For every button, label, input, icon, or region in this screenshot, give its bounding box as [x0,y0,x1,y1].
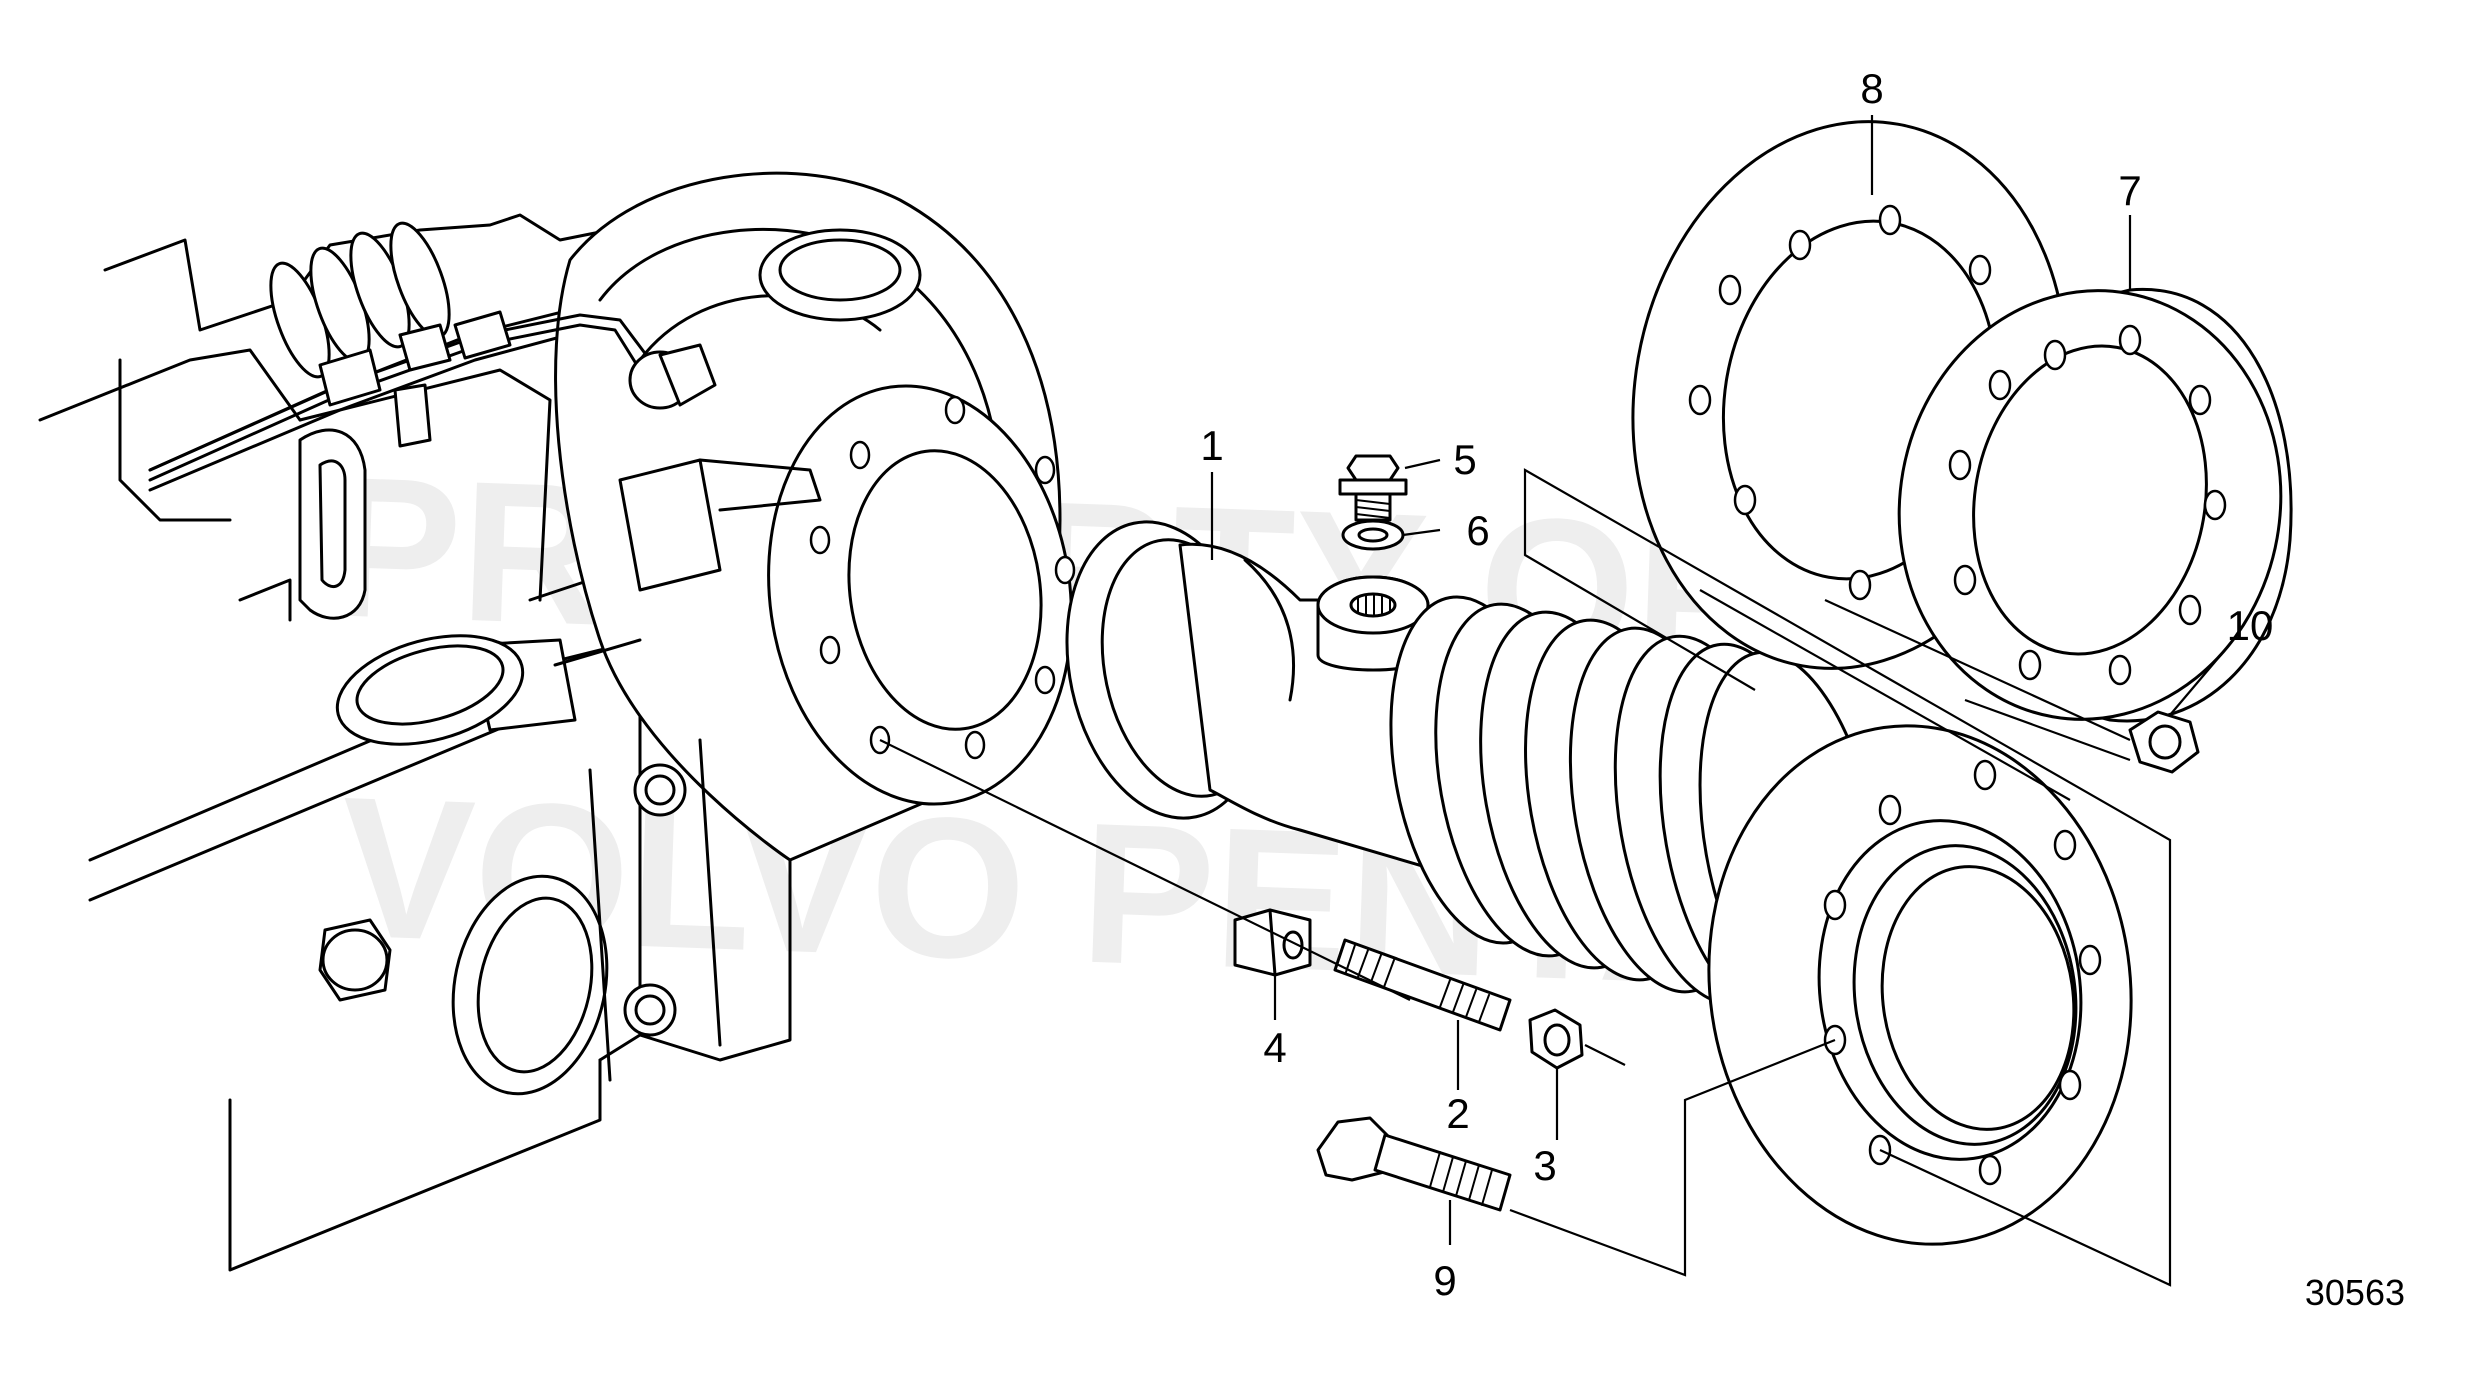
block-bolts [623,763,687,1037]
part-7-flange [1897,287,2293,723]
part-6-washer [1341,519,1405,551]
part-9-bolt [1316,1116,1512,1212]
part-1-exhaust-pipe-with-bellows [1065,520,2133,1246]
part-2-stud [1333,938,1512,1032]
callout-5: 5 [1453,436,1476,483]
part-5-plug [1338,454,1408,522]
callout-1: 1 [1200,422,1223,469]
callout-6: 6 [1466,507,1489,554]
assembly-lines [879,468,2172,1287]
callout-2: 2 [1446,1090,1469,1137]
callout-leaders [1210,115,2226,1245]
part-10-nut [2128,710,2200,774]
callout-labels: 1 2 3 4 5 6 7 8 9 10 [1200,65,2273,1304]
callout-9: 9 [1433,1257,1456,1304]
pump-flange-holes [809,395,1076,760]
callout-10: 10 [2227,602,2274,649]
callout-8: 8 [1860,65,1883,112]
part-3-nut [1528,1008,1584,1070]
callout-4: 4 [1263,1024,1286,1071]
callout-3: 3 [1533,1142,1556,1189]
part-4-clip [1233,908,1312,977]
figure-number: 30563 [2305,1272,2405,1313]
engine-housing [38,171,1076,1272]
callout-7: 7 [2118,167,2141,214]
